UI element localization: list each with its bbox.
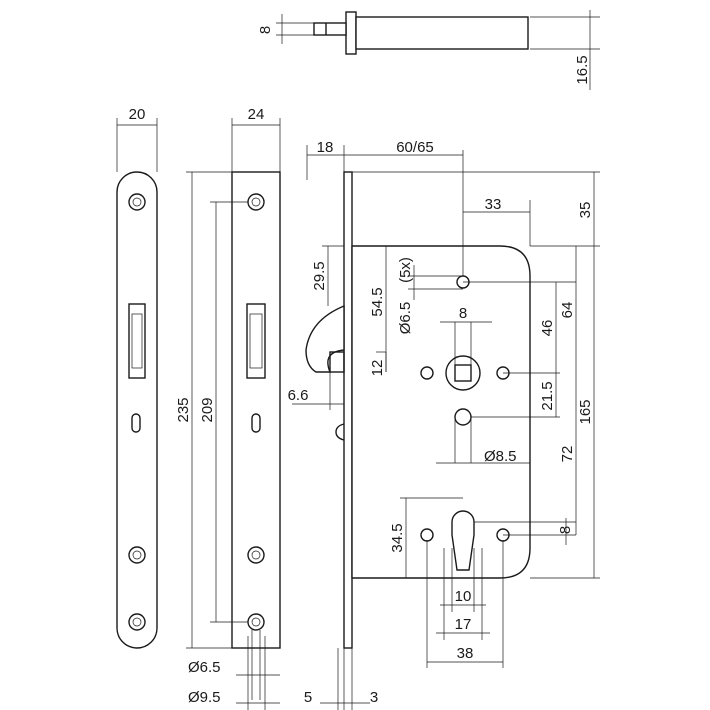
dim-spindle-diameter: 8 — [257, 26, 274, 34]
dim-3: 3 — [370, 689, 378, 706]
dim-hole-diameter: Ø6.5 — [397, 302, 414, 335]
dim-21-5: 21.5 — [539, 381, 556, 410]
dim-34-5: 34.5 — [389, 523, 406, 552]
dim-209: 209 — [199, 397, 216, 422]
dim-latch-offset: 18 — [317, 139, 334, 156]
dim-17: 17 — [455, 616, 472, 633]
dim-8-5: Ø8.5 — [484, 448, 517, 465]
lock-body — [305, 171, 531, 649]
lock-dimension-lines — [292, 145, 600, 710]
dim-54-5: 54.5 — [369, 287, 386, 316]
strike-plate — [186, 118, 281, 710]
dim-33: 33 — [485, 196, 502, 213]
dim-screw-small: Ø6.5 — [188, 659, 221, 676]
dim-screw-large: Ø9.5 — [188, 689, 221, 706]
dim-8-cylinder: 8 — [557, 526, 574, 534]
dim-strike-width: 24 — [248, 106, 265, 123]
dim-bolt-height: 16.5 — [574, 55, 591, 84]
dim-235: 235 — [175, 397, 192, 422]
dim-faceplate-width: 20 — [129, 106, 146, 123]
dim-64: 64 — [559, 302, 576, 319]
dim-29-5: 29.5 — [311, 261, 328, 290]
dim-backset: 60/65 — [396, 139, 434, 156]
dim-38: 38 — [457, 645, 474, 662]
dim-5: 5 — [304, 689, 312, 706]
dim-12: 12 — [369, 360, 386, 377]
dim-spindle-square: 8 — [459, 305, 467, 322]
dim-35: 35 — [577, 202, 594, 219]
dim-165: 165 — [577, 399, 594, 424]
dim-10: 10 — [455, 588, 472, 605]
dim-hole-count: (5x) — [397, 257, 414, 283]
dim-6-6: 6.6 — [288, 387, 309, 404]
faceplate — [116, 118, 158, 649]
bolt-side-view — [276, 10, 600, 90]
dim-46: 46 — [539, 320, 556, 337]
dim-72: 72 — [559, 446, 576, 463]
